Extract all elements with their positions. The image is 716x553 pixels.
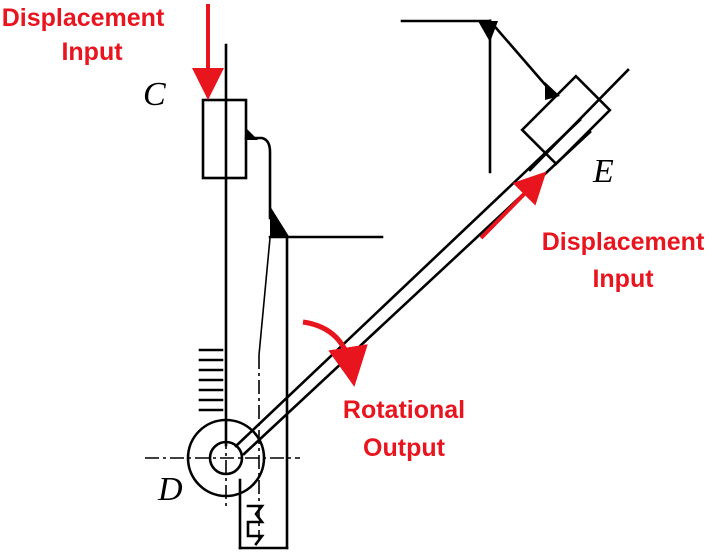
slider-block-c	[201, 98, 248, 180]
point-d-label: D	[157, 471, 183, 508]
slanted-link	[258, 237, 271, 356]
spring-coils	[198, 348, 224, 412]
input-e-label-line1: Displacement	[542, 228, 705, 256]
diagonal-arm	[488, 19, 557, 98]
output-label-line2: Output	[363, 434, 446, 462]
pivot-outer-ring	[186, 418, 266, 498]
pivot-d	[145, 410, 300, 510]
bracket-c	[244, 136, 272, 220]
point-e-label: E	[592, 153, 614, 190]
slider-c-assembly	[201, 43, 384, 550]
rack-teeth	[246, 504, 265, 546]
output-label-line1: Rotational	[343, 396, 465, 424]
weld-c-upper	[246, 128, 258, 140]
rotation-arrow	[302, 319, 368, 387]
slider-block-e	[520, 74, 612, 166]
weld-e-arm	[545, 82, 560, 100]
input-arrow-e	[479, 171, 547, 240]
slider-e-assembly	[400, 19, 630, 174]
pivot-inner-ring	[208, 440, 244, 476]
input-e-label-line2: Input	[592, 265, 654, 293]
weld-c-lower	[270, 206, 290, 238]
point-c-label: C	[143, 76, 166, 113]
input-c-label-line2: Input	[61, 38, 123, 66]
weld-e-top	[478, 21, 498, 42]
input-c-label-line1: Displacement	[2, 4, 165, 32]
